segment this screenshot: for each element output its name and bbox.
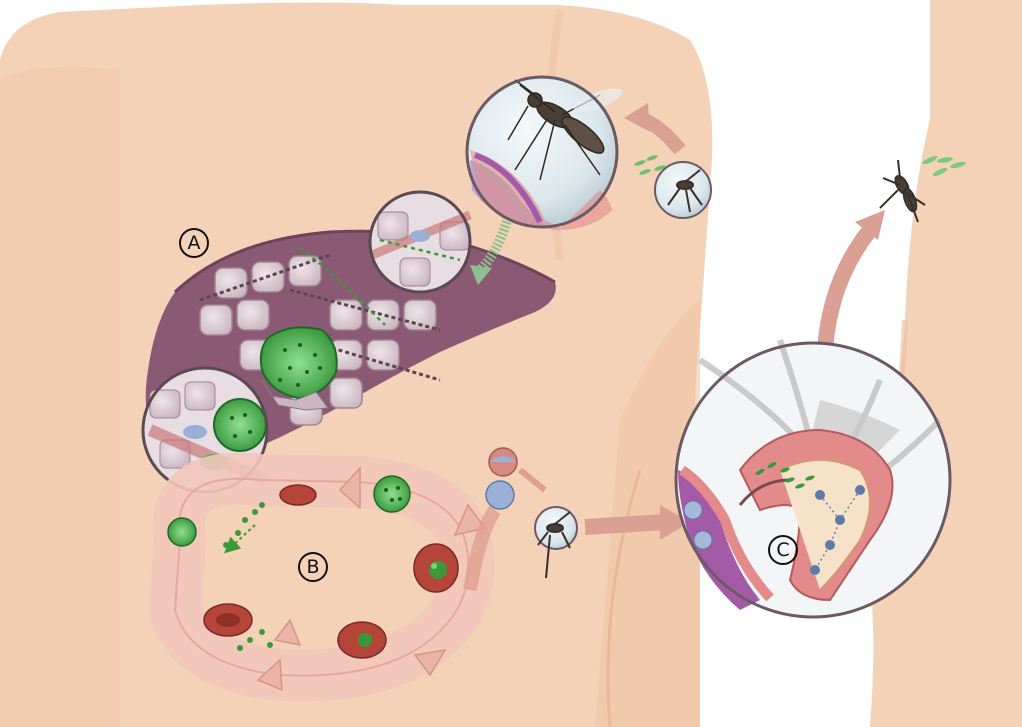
- liver-sinusoid-lens: [370, 192, 470, 292]
- mosquito-gut-lens: [676, 340, 950, 617]
- stage-marker-b: B: [298, 552, 328, 582]
- stage-marker-c: C: [768, 535, 798, 565]
- stage-marker-a: A: [179, 228, 209, 258]
- red-blood-cell-icon: [414, 544, 458, 592]
- red-blood-cell-icon: [280, 485, 316, 505]
- arrow-to-biting-mosquito: [825, 210, 885, 350]
- mosquito-bite-lens: [467, 77, 625, 230]
- red-blood-cell-icon: [204, 604, 252, 636]
- red-blood-cell-icon: [338, 622, 386, 658]
